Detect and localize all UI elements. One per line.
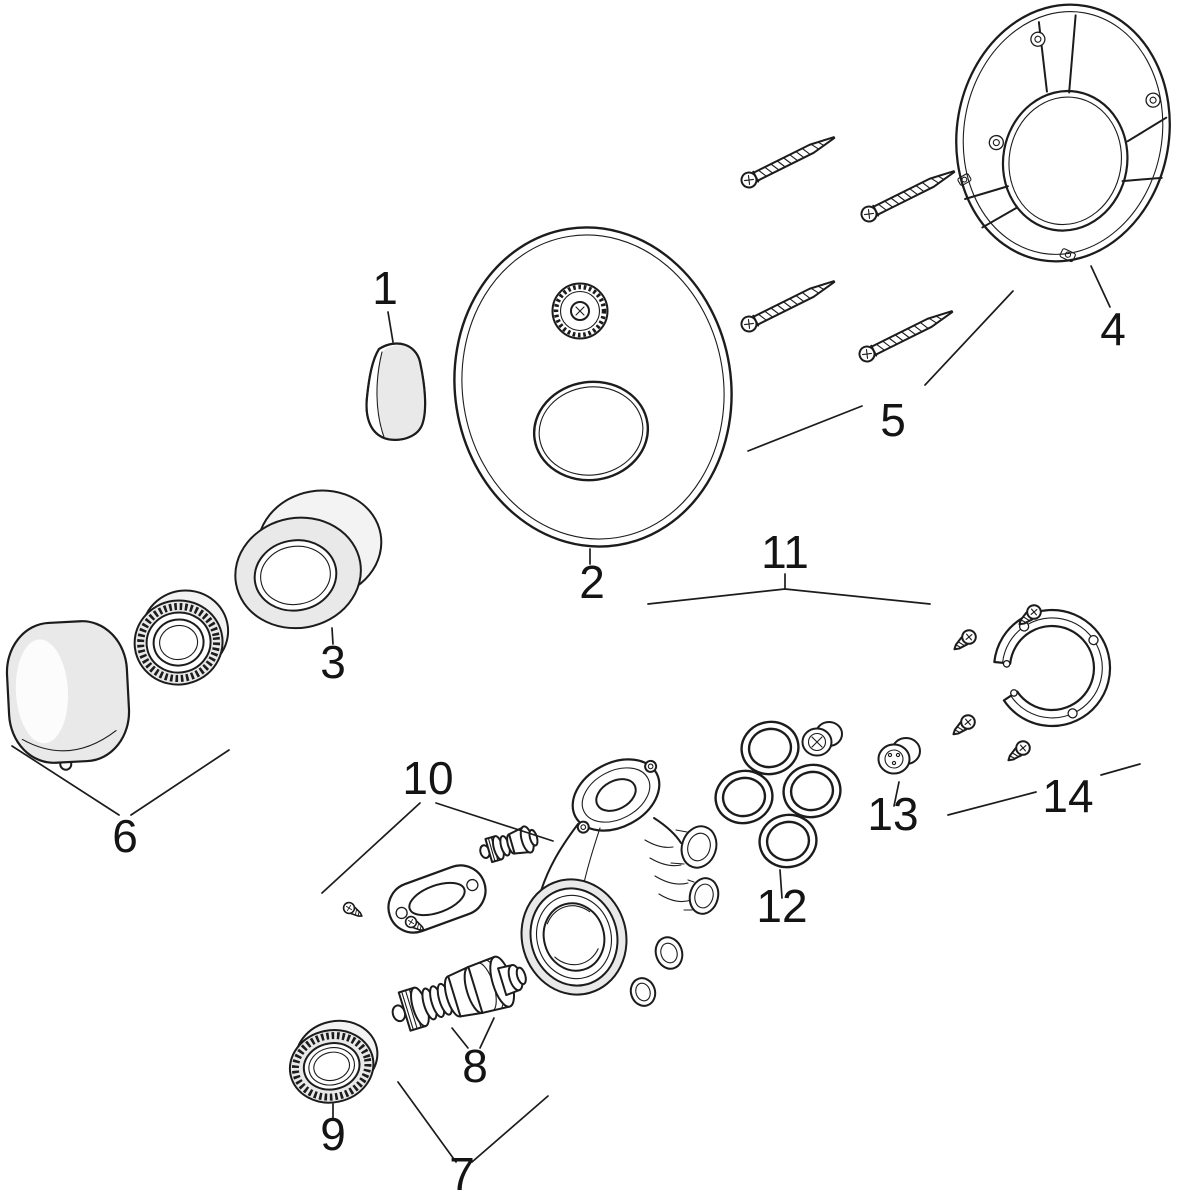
screw <box>855 303 957 366</box>
mounting-plate-screw-holes <box>988 31 1161 151</box>
plate-rim <box>461 234 725 540</box>
check-valve <box>801 721 843 757</box>
clip-hole <box>1088 634 1099 646</box>
gasket-hole <box>466 878 479 892</box>
knob-highlight <box>15 639 69 744</box>
handle-lever-facet <box>376 351 385 438</box>
part-8-cartridge <box>391 955 527 1032</box>
gasket-screw <box>340 899 366 922</box>
part-label-1: 1 <box>372 262 398 314</box>
part-6-knob <box>5 620 131 771</box>
valve-stub-bottom <box>629 977 657 1007</box>
part-14-clip-group <box>948 601 1112 767</box>
bracket-line-10 <box>321 802 554 894</box>
mounting-plate-rim <box>962 11 1164 255</box>
part-3-sleeve <box>234 489 383 630</box>
part-label-10: 10 <box>402 752 453 804</box>
part-label-6: 6 <box>112 810 138 862</box>
mounting-plate-hole-rim <box>1008 96 1123 226</box>
valve-body-ribs <box>644 839 692 903</box>
gasket <box>387 864 487 934</box>
bracket-line-7 <box>397 1081 549 1163</box>
bracket-line-8 <box>451 1017 495 1049</box>
part-6-ribbed-ring <box>133 589 230 686</box>
knob-screw-slot <box>575 306 585 316</box>
handle-lever-outline <box>365 342 427 441</box>
part-label-12: 12 <box>756 880 807 932</box>
pilot-cartridge <box>479 825 539 864</box>
part-label-8: 8 <box>462 1040 488 1092</box>
flange-ear-hole <box>644 759 658 773</box>
check-valve <box>877 737 921 775</box>
part-4-mounting-plate <box>955 3 1171 263</box>
leader-line-1 <box>387 311 394 343</box>
mounting-plate-hole <box>1001 89 1129 232</box>
part-5-screws <box>737 129 959 366</box>
valve-outlet-upper <box>670 825 718 869</box>
clip-hole <box>1010 689 1018 697</box>
bracket-line-5 <box>747 290 1014 452</box>
part-9-ring-nut <box>288 1019 379 1104</box>
flange-ear-hole <box>576 820 590 834</box>
part-1-handle-lever <box>365 342 427 441</box>
gasket-hole <box>395 906 408 920</box>
bracket-line-11 <box>647 573 931 605</box>
clip-hole <box>1067 708 1078 719</box>
leader-line-3 <box>331 627 334 645</box>
bracket-line-14 <box>947 763 1141 816</box>
plate-hole-inner <box>538 386 644 476</box>
valve-outlet-lower <box>683 877 720 915</box>
plate-temp-knob <box>551 282 609 340</box>
screw <box>737 129 839 192</box>
part-11-valve-body-group <box>520 758 720 1007</box>
part-label-3: 3 <box>320 636 346 688</box>
plate-hole <box>532 380 650 482</box>
mounting-plate-spokes <box>964 14 1168 229</box>
part-13-check-valves <box>801 721 921 775</box>
screw <box>737 273 839 336</box>
leader-line-13 <box>893 781 900 807</box>
part-label-7: 7 <box>449 1148 475 1196</box>
part-label-4: 4 <box>1100 303 1126 355</box>
valve-body-boss <box>520 878 628 996</box>
part-label-13: 13 <box>867 788 918 840</box>
clip-hole <box>1002 659 1011 668</box>
clip-screw <box>948 711 979 741</box>
part-label-14: 14 <box>1042 770 1093 822</box>
part-6-knob-group <box>5 589 230 771</box>
leader-line-4 <box>1090 265 1111 308</box>
leader-line-12 <box>779 869 783 899</box>
part-label-11: 11 <box>761 526 809 578</box>
valve-stub-right <box>654 936 684 970</box>
valve-body-flange <box>571 758 661 834</box>
o-ring <box>777 758 847 824</box>
part-label-9: 9 <box>320 1108 346 1160</box>
bracket-line-6 <box>11 745 230 816</box>
handle-lever-shade <box>377 345 426 440</box>
o-ring <box>753 808 823 874</box>
boss-thread-arcs <box>546 905 599 966</box>
mounting-plate-tabs <box>957 173 1076 263</box>
knob-facet <box>21 729 117 752</box>
clip-screw <box>949 626 980 656</box>
retaining-clip <box>993 608 1112 728</box>
part-2-escutcheon-plate <box>453 226 733 548</box>
part-label-2: 2 <box>579 556 605 608</box>
part-label-5: 5 <box>880 394 906 446</box>
screw <box>857 163 959 226</box>
part-10-gasket-group <box>340 825 539 936</box>
clip-screw <box>1003 737 1034 767</box>
